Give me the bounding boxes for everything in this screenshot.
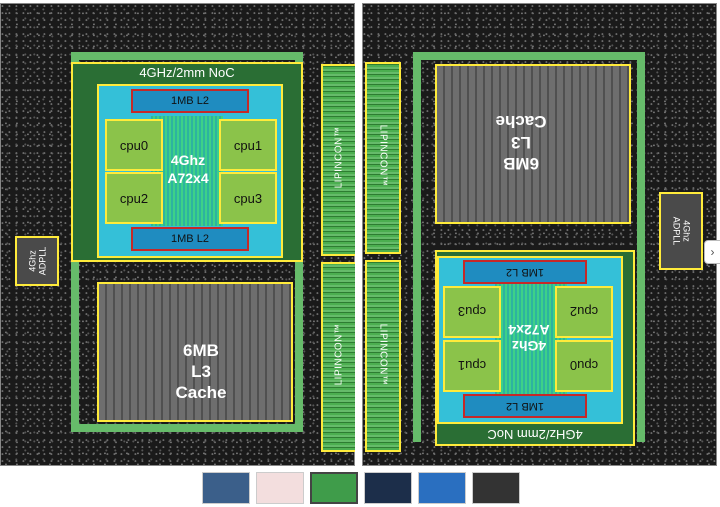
right-adpll-freq: 4Ghz xyxy=(681,220,691,242)
right-lipincon-top xyxy=(365,62,401,254)
left-cpu1: cpu1 xyxy=(219,119,277,171)
left-l3-cache xyxy=(97,282,293,422)
left-cpu2: cpu2 xyxy=(105,172,163,224)
left-cluster-type: A72x4 xyxy=(167,170,209,186)
left-cpu3: cpu3 xyxy=(219,172,277,224)
right-cpu3: cpu3 xyxy=(443,286,501,338)
right-noc-ring-left xyxy=(413,52,421,442)
right-cpu2: cpu2 xyxy=(555,286,613,338)
left-adpll-freq: 4Ghz xyxy=(27,250,37,272)
left-die: 4GHz/2mm NoC 1MB L2 1MB L2 cpu0 cpu1 cpu… xyxy=(0,3,357,466)
thumbnail-6[interactable] xyxy=(472,472,520,504)
left-noc-ring-top xyxy=(71,52,303,60)
left-lipincon-bottom-label: LIPINCON™ xyxy=(333,323,345,386)
left-adpll-name: ADPLL xyxy=(37,246,47,276)
left-noc-label: 4GHz/2mm NoC xyxy=(139,65,235,80)
right-cluster-label-group: 4Ghz A72x4 xyxy=(497,318,561,354)
left-cpu0: cpu0 xyxy=(105,119,163,171)
left-l3-size: 6MB xyxy=(183,341,219,360)
right-die: LIPINCON™ LIPINCON™ 6MB L3 Cache 4GHz/2m… xyxy=(362,3,717,466)
left-l3-word: Cache xyxy=(175,383,227,402)
thumbnail-4[interactable] xyxy=(364,472,412,504)
next-slide-button[interactable]: › xyxy=(704,240,720,264)
right-lipincon-bottom-label: LIPINCON™ xyxy=(377,323,389,386)
left-l2-bottom: 1MB L2 xyxy=(131,227,249,251)
right-adpll-block xyxy=(659,192,703,270)
left-lipincon-top-label: LIPINCON™ xyxy=(333,126,345,189)
right-l2-bottom: 1MB L2 xyxy=(463,394,587,418)
right-l2-top: 1MB L2 xyxy=(463,260,587,284)
thumbnail-1[interactable] xyxy=(202,472,250,504)
right-adpll-name: ADPLL xyxy=(671,216,681,246)
right-l3-size: 6MB xyxy=(503,154,539,173)
left-l2-top: 1MB L2 xyxy=(131,89,249,113)
left-lipincon-bottom xyxy=(321,262,357,452)
right-lipincon-bottom xyxy=(365,260,401,452)
right-l3-cache xyxy=(435,64,631,224)
left-noc-ring-bottom xyxy=(71,424,303,432)
thumbnail-5[interactable] xyxy=(418,472,466,504)
right-noc-label: 4GHz/2mm NoC xyxy=(487,427,583,442)
right-l3-level: L3 xyxy=(511,133,531,152)
right-adpll-label-wrap: 4Ghz ADPLL xyxy=(659,192,703,270)
left-adpll-label-wrap: 4Ghz ADPLL xyxy=(15,236,59,286)
right-lipincon-top-label: LIPINCON™ xyxy=(377,124,389,187)
right-cpu1: cpu1 xyxy=(443,340,501,392)
left-l3-level: L3 xyxy=(191,362,211,381)
thumbnail-3[interactable] xyxy=(310,472,358,504)
thumbnail-2[interactable] xyxy=(256,472,304,504)
right-noc-ring-top xyxy=(413,52,645,60)
thumbnail-strip xyxy=(0,470,720,507)
left-cluster-fabric xyxy=(151,116,223,226)
right-noc-ring-right xyxy=(637,52,645,442)
right-l3-word: Cache xyxy=(495,112,547,131)
right-cluster-freq: 4Ghz xyxy=(511,338,547,354)
right-l3-label-group: 6MB L3 Cache xyxy=(471,104,571,174)
left-adpll-block xyxy=(15,236,59,286)
left-cluster-freq: 4Ghz xyxy=(170,152,206,168)
chevron-right-icon: › xyxy=(710,245,715,259)
right-cpu0: cpu0 xyxy=(555,340,613,392)
die-divider xyxy=(355,0,362,470)
right-cluster-type: A72x4 xyxy=(508,322,550,338)
